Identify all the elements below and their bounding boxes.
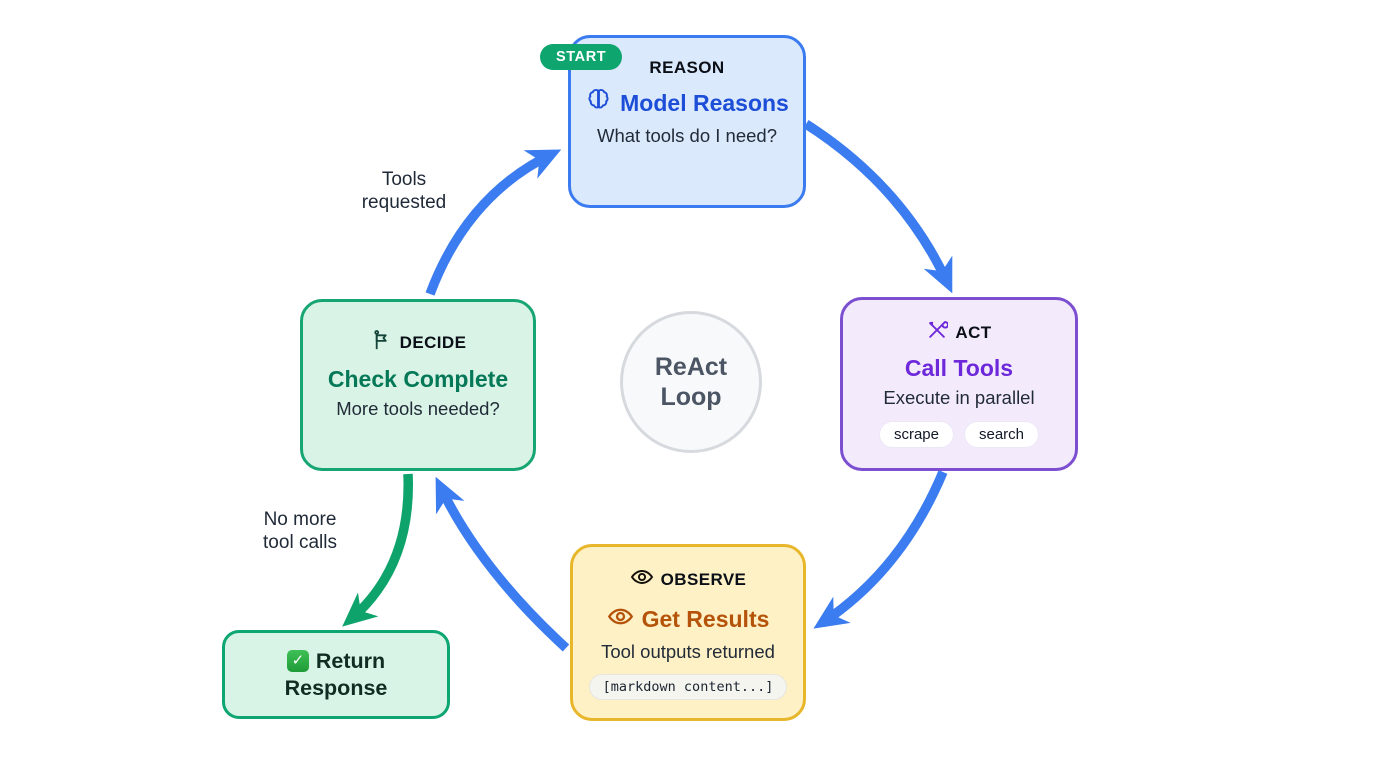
return-response-node: ✓ Return Response — [222, 630, 450, 719]
reason-title-label: Model Reasons — [620, 90, 789, 116]
act-subtitle: Execute in parallel — [883, 387, 1035, 408]
tools-requested-label: Tools requested — [361, 169, 447, 214]
observe-node: OBSERVE Get Results Tool outputs returne… — [570, 544, 806, 721]
return-line-2: Response — [285, 675, 388, 702]
check-icon: ✓ — [286, 650, 309, 673]
act-title: Call Tools — [843, 355, 1075, 382]
decide-title-label: Check Complete — [327, 366, 509, 392]
tools-icon — [926, 319, 950, 346]
arrow-act-to-observe — [813, 470, 948, 629]
observe-title-label: Get Results — [641, 606, 770, 632]
tool-pill-search: search — [964, 421, 1040, 448]
no-more-tool-calls-label: No more tool calls — [263, 509, 337, 554]
decide-header-label: DECIDE — [399, 333, 467, 352]
decide-title: Check Complete — [303, 366, 533, 393]
reason-subtitle: What tools do I need? — [597, 125, 777, 146]
return-line-1: ✓ Return — [286, 648, 386, 675]
observe-header-label: OBSERVE — [660, 569, 747, 589]
act-node: ACT Call Tools Execute in parallel scrap… — [840, 297, 1078, 471]
markdown-content-pill: [markdown content...] — [588, 674, 788, 700]
brain-icon — [585, 87, 612, 120]
reason-title: Model Reasons — [571, 87, 803, 120]
start-badge: START — [540, 44, 623, 70]
decide-subtitle: More tools needed? — [336, 398, 500, 419]
eye-icon — [630, 565, 654, 594]
arrow-decide-to-reason — [425, 149, 562, 296]
arrow-reason-to-act — [803, 119, 953, 294]
arrow-observe-to-decide — [435, 476, 570, 652]
decide-node: DECIDE Check Complete More tools needed? — [300, 299, 536, 471]
reason-header-label: REASON — [649, 58, 725, 77]
react-loop-line1: ReAct — [654, 352, 728, 381]
decide-header: DECIDE — [303, 329, 533, 357]
return-label: Return — [315, 648, 386, 673]
tool-pill-scrape: scrape — [878, 421, 954, 448]
response-label: Response — [284, 675, 388, 700]
act-header: ACT — [843, 319, 1075, 346]
flag-icon — [370, 329, 393, 357]
arrow-decide-to-return — [342, 473, 413, 627]
reason-header: REASON — [571, 58, 803, 78]
react-loop-circle: ReAct Loop — [620, 311, 762, 453]
act-title-label: Call Tools — [904, 355, 1014, 381]
react-loop-line2: Loop — [660, 383, 722, 411]
act-header-label: ACT — [955, 322, 992, 342]
observe-subtitle: Tool outputs returned — [601, 641, 775, 662]
act-tool-pills: scrape search — [843, 421, 1075, 448]
observe-title: Get Results — [573, 603, 803, 636]
observe-header: OBSERVE — [573, 565, 803, 594]
eye-icon — [607, 603, 634, 636]
